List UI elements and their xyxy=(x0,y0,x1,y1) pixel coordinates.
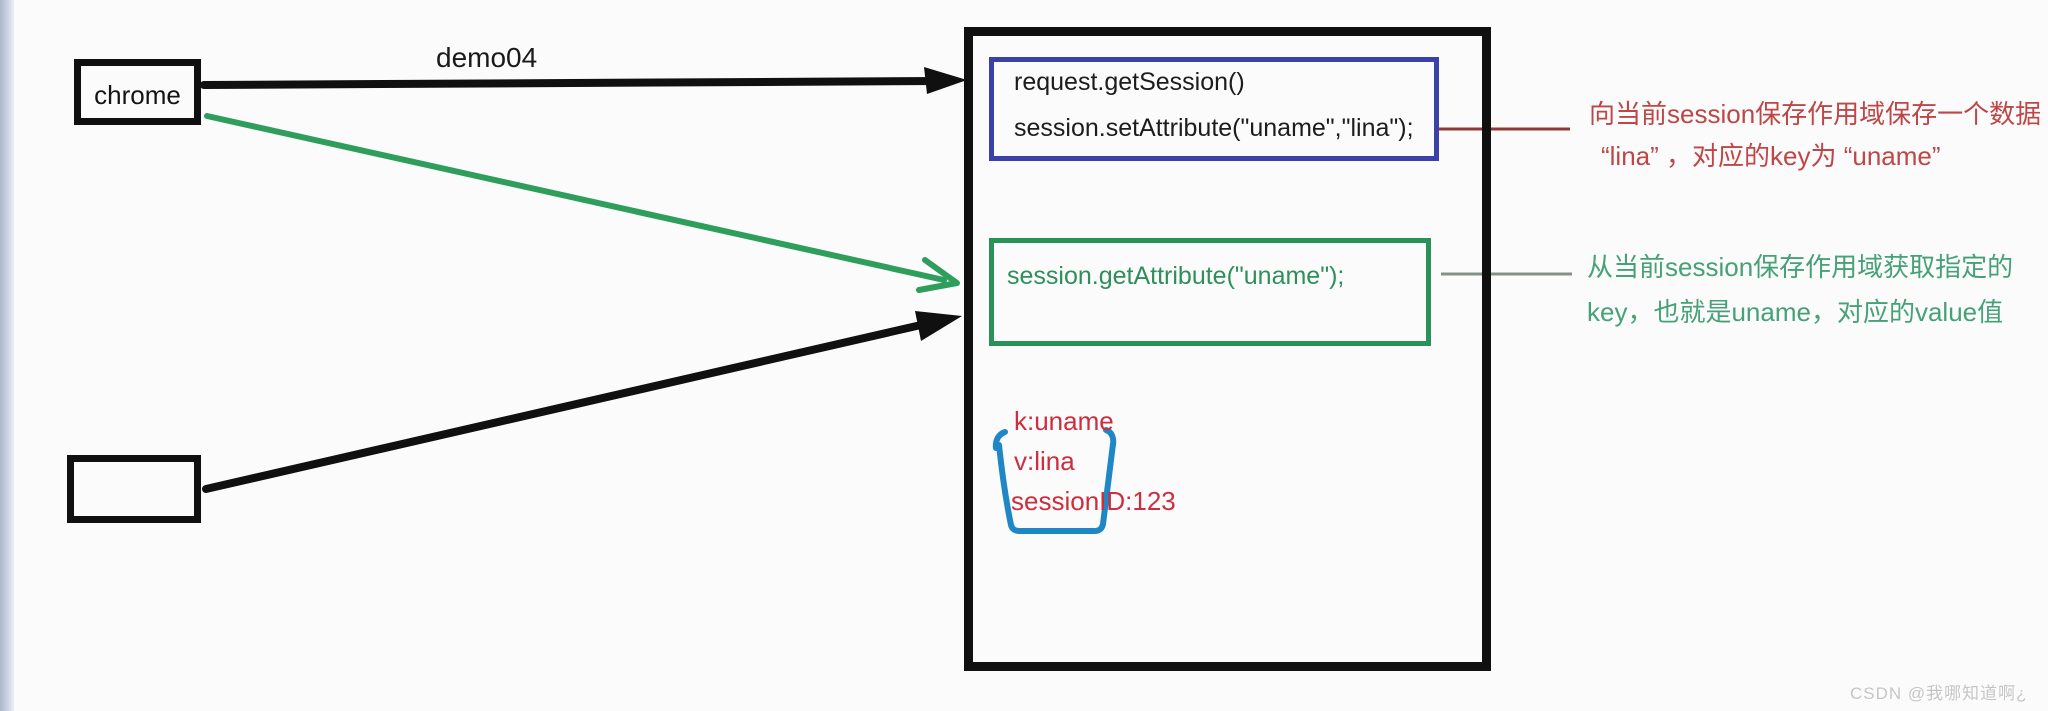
get-note-line2: key，也就是uname，对应的value值 xyxy=(1587,297,2004,327)
code-get-session: request.getSession() xyxy=(1014,68,1245,96)
store-session-id-line: sessionID:123 xyxy=(1011,486,1176,516)
green-response-arrowhead xyxy=(916,257,960,293)
request-arrowhead xyxy=(924,67,967,94)
store-key-line: k:uname xyxy=(1014,406,1114,436)
session-get-box xyxy=(989,238,1431,346)
server-box xyxy=(964,27,1491,671)
csdn-watermark: CSDN @我哪知道啊¿ xyxy=(1850,684,2028,703)
session-cup-shape xyxy=(992,427,1117,534)
request-demo-label: demo04 xyxy=(436,42,538,73)
chrome-browser-box: chrome xyxy=(74,59,201,125)
set-note-line2: “lina” ，对应的key为 “uname” xyxy=(1601,141,1941,171)
second-browser-box xyxy=(67,455,201,523)
store-value-line: v:lina xyxy=(1014,446,1075,476)
code-get-attribute: session.getAttribute("uname"); xyxy=(1007,262,1345,290)
set-note-line1: 向当前session保存作用域保存一个数据 xyxy=(1589,99,2042,129)
session-create-box xyxy=(989,57,1439,161)
request-arrow-line xyxy=(200,77,942,89)
get-note-line1: 从当前session保存作用域获取指定的 xyxy=(1587,252,2014,282)
second-request-arrowhead xyxy=(915,311,962,341)
chrome-label: chrome xyxy=(94,79,181,110)
second-request-arrow-line xyxy=(202,318,938,493)
code-set-attribute: session.setAttribute("uname","lina"); xyxy=(1014,114,1414,142)
window-edge-strip xyxy=(0,0,14,711)
green-response-arrow-line xyxy=(204,113,947,283)
